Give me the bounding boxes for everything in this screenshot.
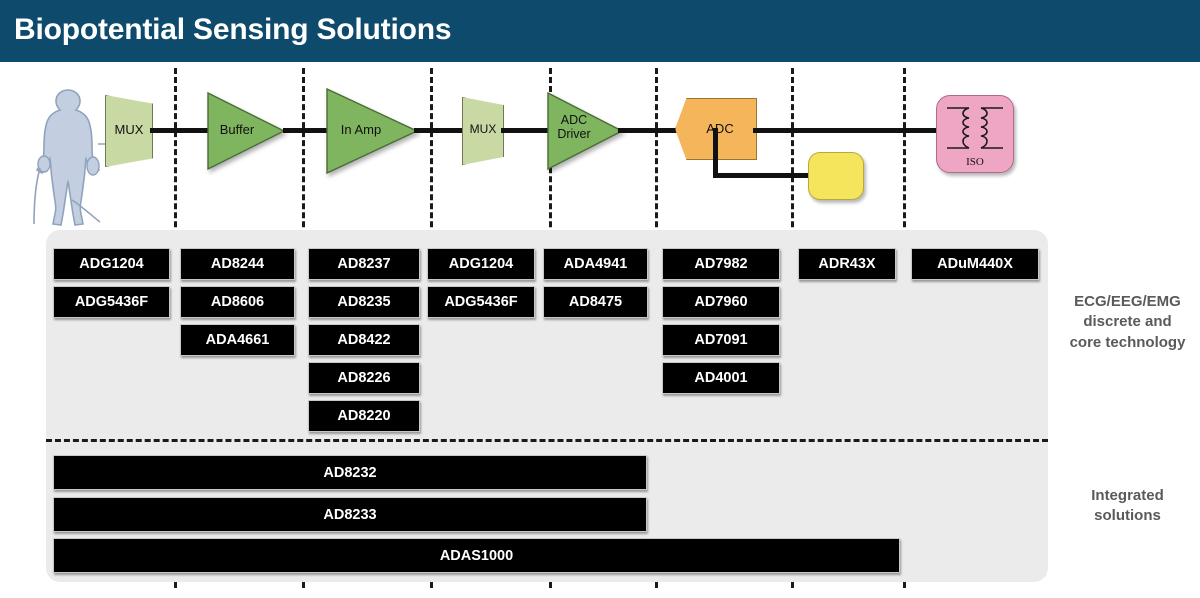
wire-adc-to-iso bbox=[753, 128, 939, 133]
part-box[interactable]: AD8244 bbox=[180, 248, 295, 280]
caption-discrete-line-2: discrete and bbox=[1083, 313, 1172, 331]
caption-discrete: ECG/EEG/EMG discrete and core technology bbox=[1055, 292, 1200, 353]
caption-integrated-line-2: solutions bbox=[1094, 507, 1161, 525]
wire-adcdriver-to-adc bbox=[618, 128, 680, 133]
block-adc-label: ADC bbox=[706, 120, 734, 136]
wire-mux-to-adcdriver bbox=[501, 128, 549, 133]
block-reference bbox=[808, 152, 864, 200]
integrated-bar[interactable]: AD8233 bbox=[53, 497, 647, 532]
part-box[interactable]: AD7091 bbox=[662, 324, 780, 356]
integrated-bar[interactable]: AD8232 bbox=[53, 455, 647, 490]
block-in-amp-label: In Amp bbox=[340, 121, 382, 137]
part-box[interactable]: AD8475 bbox=[543, 286, 648, 318]
block-buffer-label: Buffer bbox=[219, 121, 255, 137]
part-box[interactable]: ADG5436F bbox=[53, 286, 170, 318]
wire-buffer-to-inamp bbox=[283, 128, 327, 133]
block-mux-input bbox=[105, 95, 153, 167]
part-box[interactable]: AD7960 bbox=[662, 286, 780, 318]
part-box[interactable]: AD8235 bbox=[308, 286, 420, 318]
block-adc-driver-label: ADC Driver bbox=[557, 113, 591, 141]
page-title: Biopotential Sensing Solutions bbox=[14, 13, 452, 46]
block-mux-output-label: MUX bbox=[469, 122, 497, 137]
signal-chain-diagram: MUX Buffer In Amp MUX ADC Driver A bbox=[0, 62, 1200, 232]
wire-adc-branch-horizontal bbox=[713, 173, 811, 178]
part-box[interactable]: AD8237 bbox=[308, 248, 420, 280]
part-box[interactable]: AD7982 bbox=[662, 248, 780, 280]
integrated-bar[interactable]: ADAS1000 bbox=[53, 538, 900, 573]
part-box[interactable]: ADA4661 bbox=[180, 324, 295, 356]
part-box[interactable]: ADR43X bbox=[798, 248, 896, 280]
block-adc-driver bbox=[547, 91, 624, 171]
wire-mux-to-buffer bbox=[150, 128, 208, 133]
title-bar: Biopotential Sensing Solutions bbox=[0, 0, 1200, 62]
part-box[interactable]: ADuM440X bbox=[911, 248, 1039, 280]
caption-integrated-line-1: Integrated bbox=[1091, 487, 1164, 504]
caption-integrated: Integrated solutions bbox=[1055, 486, 1200, 527]
transformer-icon bbox=[947, 107, 1003, 149]
block-mux-input-label: MUX bbox=[114, 121, 144, 137]
part-box[interactable]: AD8606 bbox=[180, 286, 295, 318]
block-buffer bbox=[207, 91, 286, 171]
part-box[interactable]: AD8422 bbox=[308, 324, 420, 356]
part-box[interactable]: AD8220 bbox=[308, 400, 420, 432]
part-box[interactable]: ADG5436F bbox=[427, 286, 535, 318]
wire-inamp-to-mux bbox=[414, 128, 467, 133]
wire-adc-branch-vertical bbox=[713, 128, 718, 178]
part-box[interactable]: AD4001 bbox=[662, 362, 780, 394]
part-box[interactable]: ADG1204 bbox=[53, 248, 170, 280]
human-body-icon bbox=[33, 89, 118, 226]
block-in-amp bbox=[326, 87, 419, 175]
part-box[interactable]: ADA4941 bbox=[543, 248, 648, 280]
discrete-integrated-divider bbox=[46, 439, 1048, 442]
part-box[interactable]: AD8226 bbox=[308, 362, 420, 394]
caption-discrete-line-3: core technology bbox=[1069, 333, 1186, 351]
caption-discrete-line-1: ECG/EEG/EMG bbox=[1074, 293, 1181, 310]
part-box[interactable]: ADG1204 bbox=[427, 248, 535, 280]
block-isolator-label: ISO bbox=[966, 156, 984, 168]
